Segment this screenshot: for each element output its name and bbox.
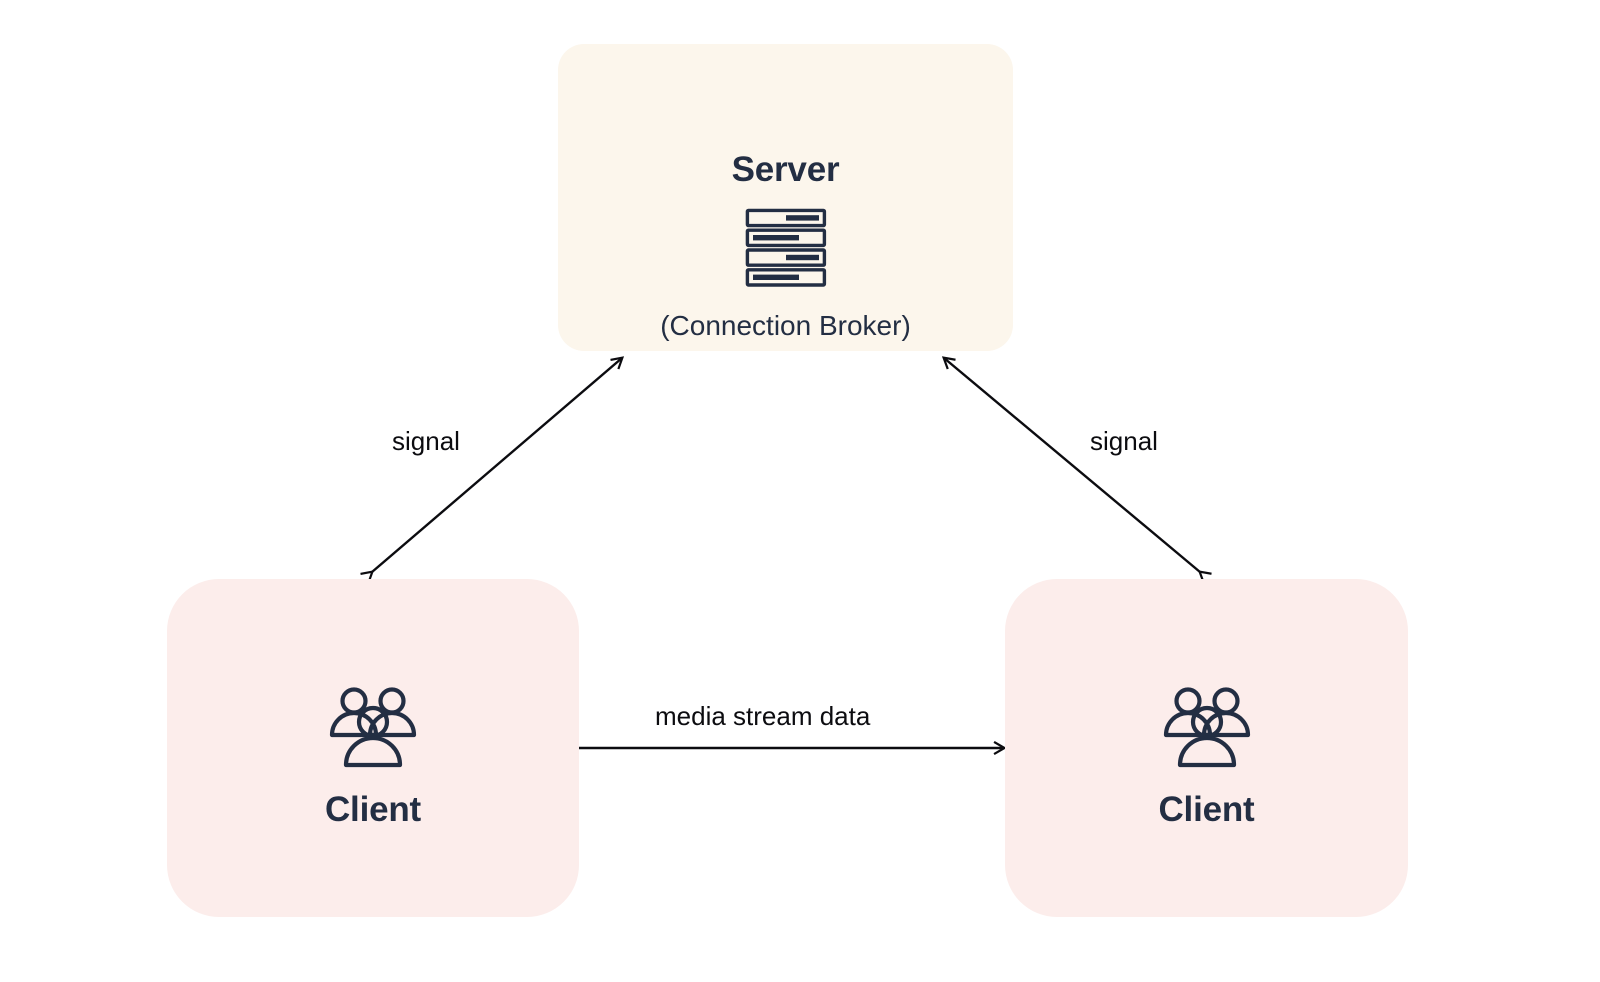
node-client-left[interactable]: Client <box>167 579 579 917</box>
client-right-title: Client <box>1158 790 1255 829</box>
node-server[interactable]: Server (Connection Broker) <box>558 44 1013 351</box>
people-group-icon <box>326 677 420 776</box>
node-client-right[interactable]: Client <box>1005 579 1408 917</box>
client-left-title: Client <box>324 790 422 829</box>
edge-label-signal-left: signal <box>392 426 460 456</box>
edge-signal-right-line <box>941 356 1212 584</box>
server-title: Server <box>731 150 840 189</box>
edge-label-signal-right: signal <box>1090 426 1158 456</box>
server-rack-icon <box>745 208 827 293</box>
server-subtitle: (Connection Broker) <box>660 310 911 341</box>
people-group-icon <box>1160 677 1254 776</box>
edge-label-media-stream-data: media stream data <box>655 701 871 731</box>
edge-signal-left-line <box>360 356 625 584</box>
